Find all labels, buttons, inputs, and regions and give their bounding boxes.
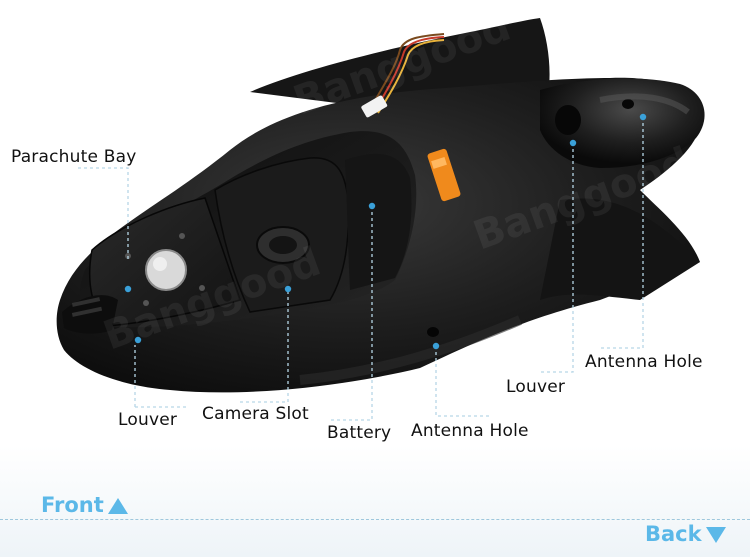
callout-antenna-hole-right: Antenna Hole — [585, 352, 703, 372]
callout-camera-slot: Camera Slot — [202, 404, 309, 424]
callout-louver-left: Louver — [118, 410, 178, 430]
callout-battery: Battery — [327, 423, 392, 443]
parachute-bay-dot — [124, 285, 132, 293]
antenna-hole-right-opening — [622, 99, 634, 109]
wing-root — [540, 198, 700, 300]
front-label-text: Front — [41, 493, 104, 517]
battery-bay — [345, 153, 412, 290]
servo-wire-red — [373, 36, 445, 113]
section-divider — [0, 519, 750, 520]
triangle-down-icon — [705, 527, 726, 543]
back-label-text: Back — [645, 522, 702, 546]
back-view-label: Back — [645, 522, 726, 546]
front-view-label: Front — [41, 493, 128, 517]
callout-antenna-hole-center: Antenna Hole — [411, 421, 529, 441]
louver-left-dot — [134, 336, 142, 344]
servo-wire-brown — [369, 33, 445, 111]
antenna-hole-center-opening — [427, 327, 439, 337]
callout-parachute-bay: Parachute Bay — [11, 147, 137, 167]
callout-louver-right: Louver — [506, 377, 566, 397]
camera-slot-dot — [284, 285, 292, 293]
foam-fuselage-photo: Banggood Banggood Banggood — [56, 18, 705, 421]
triangle-up-icon — [107, 498, 128, 514]
wire-connector — [361, 95, 388, 118]
parachute-release-disc — [145, 249, 187, 291]
battery-dot — [368, 202, 376, 210]
louver-right-dot — [569, 139, 577, 147]
antenna-hole-right-dot — [639, 113, 647, 121]
servo-wire-yellow — [377, 39, 445, 114]
louver-right-opening — [555, 105, 581, 135]
antenna-hole-center-dot — [432, 342, 440, 350]
